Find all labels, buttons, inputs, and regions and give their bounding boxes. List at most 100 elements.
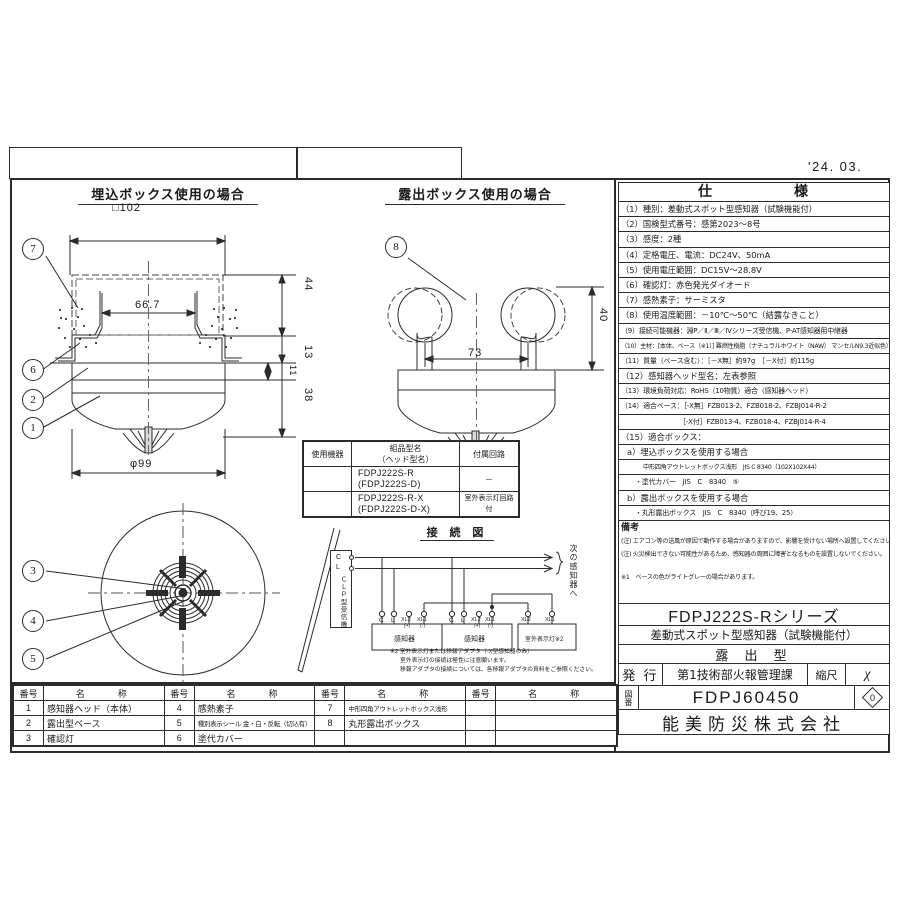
parts-list-table: 番号 名 称 番号 名 称 番号 名 称 番号 名 称 1 感知器ヘッド（本体）… [12, 684, 618, 747]
dim-bottom-dia: φ99 [130, 458, 153, 470]
dim-h13: 13 [302, 345, 314, 360]
model-row1-model: FDPJ222S-R (FDPJ222S-D) [351, 466, 460, 492]
part-name: 丸形露出ボックス [344, 715, 467, 731]
part-no: 3 [13, 730, 44, 746]
title-block: FDPJ222S-Rシリーズ 差動式スポット型感知器（試験機能付） 露 出 型 … [618, 603, 890, 735]
model-row1-device [303, 466, 352, 492]
parts-header-no-1: 番号 [13, 685, 44, 701]
titleblock-company: 能美防災株式会社 [662, 714, 846, 735]
dim-inner-width: 66.7 [135, 299, 161, 311]
titleblock-scale-value: χ [864, 666, 871, 682]
spec-item-13: （13）環境負荷対応：RoHS（10物質）適合（感知器ヘッド） [619, 384, 889, 400]
titleblock-dwgno-value: FDPJ60450 [639, 686, 855, 709]
det2-sign-plus: (+) [474, 623, 481, 629]
specifications-table: 仕 様 （1）種別：差動式スポット型感知器（試験機能付） （2）国検型式番号：感… [618, 182, 890, 643]
part-no: 7 [314, 700, 346, 716]
balloon-leaders-plan [45, 570, 187, 660]
titleblock-series: FDPJ222S-Rシリーズ [619, 604, 889, 626]
revision-box-right [297, 147, 462, 179]
spec-item-15a-box: 中形四角アウトレットボックス浅形 JIS C 8340（102X102X44） [619, 460, 889, 476]
part-no: 5 [163, 715, 195, 731]
balloon-4: 4 [22, 610, 44, 632]
spec-item-4: （4）定格電圧、電流：DC24V、50mA [619, 248, 889, 263]
spec-item-15b-box: ・丸形露出ボックス JIS C 8340（呼び19、25） [619, 506, 889, 521]
spec-item-7: （7）感熱素子：サーミスタ [619, 293, 889, 309]
parts-header-name-2: 名 称 [193, 685, 316, 701]
spec-footnote: ※1 ベースの色がライトグレーの場合があります。 [621, 573, 759, 581]
titleblock-scale-label: 縮尺 [808, 664, 846, 685]
spec-item-11: （11）質量（ベース含む）：［－X無］約97g ［－X付］約115g [619, 354, 889, 370]
model-row1-model-b: (FDPJ222S-D) [358, 479, 421, 489]
dim-h38: 38 [302, 388, 314, 403]
left-view-title: 埋込ボックス使用の場合 [78, 189, 258, 205]
part-no [465, 700, 497, 716]
spec-item-10: （10）主材：[本体、ベース（※1）] 難燃性樹脂（ナチュラルホワイト（NAW）… [619, 339, 889, 354]
parts-header-no-2: 番号 [163, 685, 195, 701]
titleblock-revision: 0 [855, 686, 889, 709]
next-device-label: 次の感知器へ [569, 544, 578, 598]
part-no [314, 730, 346, 746]
model-table-header-model: 組品型名 （ヘッド型名） [351, 441, 460, 467]
spec-item-8: （8）使用温度範囲：－10℃～50℃（結露なきこと） [619, 308, 889, 324]
titleblock-subtitle: 差動式スポット型感知器（試験機能付） [619, 626, 889, 645]
wiring-note-2: 室外表示灯の接続は極性に注意願います。 [400, 658, 510, 664]
model-row2-circuit: 室外表示灯回路付 [459, 491, 519, 517]
wiring-diagram: C L ＣＬＰ型受信機 [330, 528, 620, 680]
receiver-terminal-c: C [336, 554, 342, 561]
parts-header-name-4: 名 称 [495, 685, 617, 701]
plan-view-drawing [88, 503, 280, 690]
part-name: 塗代カバー [193, 730, 316, 746]
receiver-box [330, 550, 352, 628]
titleblock-issue-row: 発 行 第1技術部火報管理課 縮尺 χ [619, 664, 889, 686]
titleblock-issue-value: 第1技術部火報管理課 [663, 664, 808, 685]
hatch-dots-left [55, 305, 103, 351]
model-table-row: FDPJ222S-R-X (FDPJ222S-D-X) 室外表示灯回路付 [303, 491, 519, 517]
dim-width-73: 73 [468, 347, 483, 359]
spec-header: 仕 様 [619, 183, 889, 202]
hatch-dots-right [193, 305, 241, 351]
det1-terminal-xl1: XL1 [417, 617, 427, 623]
det2-sign-minus: (-) [488, 623, 493, 629]
part-no: 4 [163, 700, 195, 716]
receiver-label: ＣＬＰ型受信機 [339, 576, 346, 629]
det2-terminal-xl1: XL1 [485, 617, 495, 623]
frame-vertical-divider [614, 178, 616, 753]
det2-terminal-c: C [449, 617, 454, 624]
part-name: 確認灯 [42, 730, 165, 746]
model-header-line-b: （ヘッド型名） [377, 455, 434, 464]
balloon-8: 8 [385, 236, 407, 258]
revision-value: 0 [869, 692, 875, 703]
part-name [495, 700, 617, 716]
parts-header-name-1: 名 称 [42, 685, 165, 701]
balloon-6: 6 [22, 359, 44, 381]
det1-terminal-l: L [391, 617, 395, 624]
dim-top-width: □102 [112, 202, 141, 214]
det1-terminal-xl2: XL2 [401, 617, 411, 623]
parts-header-no-4: 番号 [465, 685, 497, 701]
part-name: 露出型ベース [42, 715, 165, 731]
spec-item-2: （2）国検型式番号：感第2023～8号 [619, 217, 889, 233]
spec-remarks-header: 備考 [621, 522, 640, 533]
model-table: 使用機器 組品型名 （ヘッド型名） 付属回路 FDPJ222S-R (FDPJ2… [302, 440, 520, 518]
titleblock-dwgno-row: 図番 FDPJ60450 0 [619, 686, 889, 710]
det1-label: 感知器 [394, 636, 415, 643]
part-name: 感熱素子 [193, 700, 316, 716]
frame-horizontal-divider [10, 682, 616, 684]
dim-h11: 11 [288, 365, 298, 377]
part-name [495, 730, 617, 746]
det1-sign-plus: (+) [404, 623, 411, 629]
model-table-header-device: 使用機器 [303, 441, 352, 467]
dim-h44: 44 [302, 277, 314, 292]
spec-item-15a-cover: ・塗代カバー JIS C 8340 ⑤ [619, 475, 889, 491]
spec-item-12: （12）感知器ヘッド型名：左表参照 [619, 369, 889, 385]
model-row2-device [303, 491, 352, 517]
balloon-7: 7 [22, 238, 44, 260]
model-table-row: FDPJ222S-R (FDPJ222S-D) － [303, 466, 519, 492]
spec-remark-1: (注) エアコン等の送風が原因で動作する場合がありますので、影響を受けない場所へ… [621, 537, 889, 545]
spec-spacer [619, 561, 889, 571]
spec-item-6: （6）確認灯：赤色発光ダイオード [619, 278, 889, 294]
model-row1-circuit: － [459, 466, 519, 492]
spec-item-15a: a）埋込ボックスを使用する場合 [619, 445, 889, 461]
parts-row: 3 確認灯 6 塗代カバー [13, 730, 617, 746]
